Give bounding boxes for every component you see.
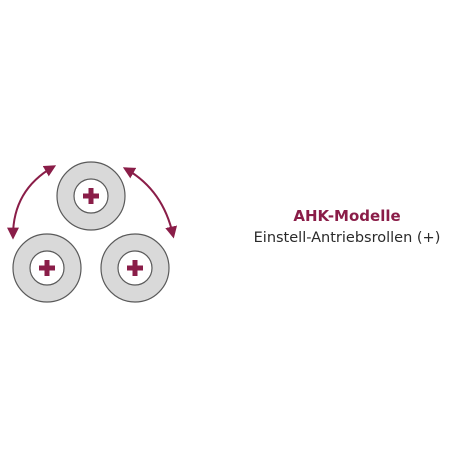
caption-subtitle: Einstell-Antriebsrollen (+) (253, 230, 441, 246)
caption: AHK-Modelle Einstell-Antriebsrollen (+) (236, 205, 458, 249)
roller-bottom-left (12, 233, 82, 303)
right-rotation-arrow (122, 167, 178, 239)
roller-bottom-right (100, 233, 170, 303)
left-rotation-arrow (7, 165, 57, 240)
roller-diagram (7, 161, 178, 303)
caption-title: AHK-Modelle (293, 207, 401, 225)
roller-top (56, 161, 126, 231)
plus-icon (127, 260, 143, 276)
plus-icon (83, 188, 99, 204)
plus-icon (39, 260, 55, 276)
